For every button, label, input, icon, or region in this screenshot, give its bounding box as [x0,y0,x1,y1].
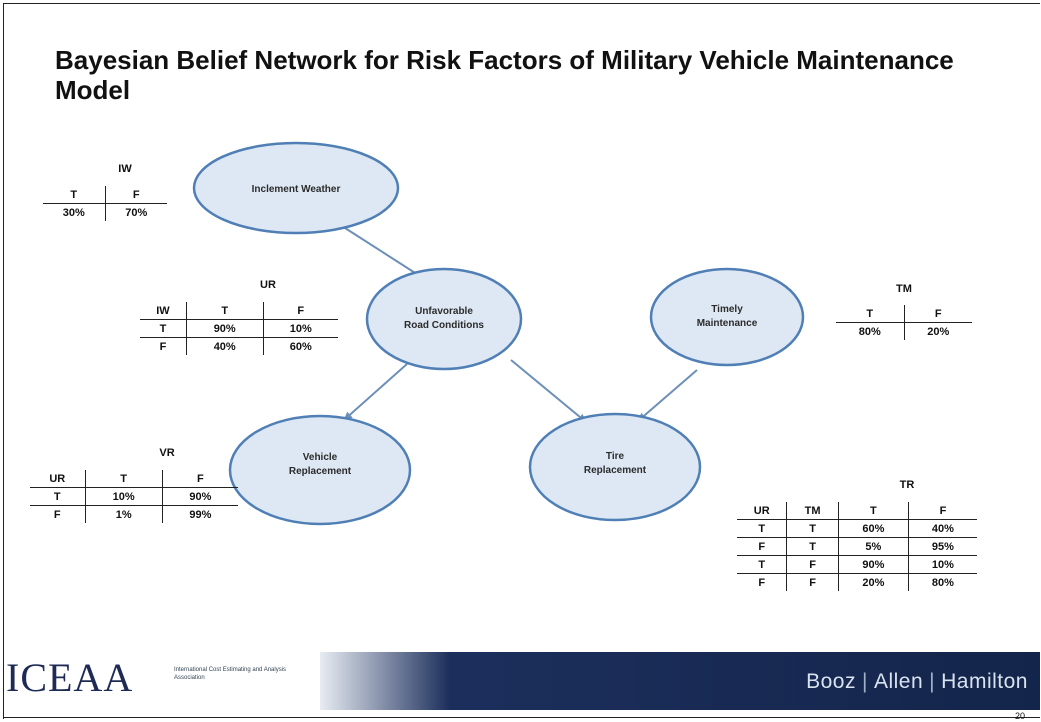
tr-header-t: T [837,502,909,520]
node-ur-label-2: Road Conditions [404,320,484,331]
vr-header-f: F [161,470,238,488]
node-vr-label-2: Replacement [289,466,352,477]
node-unfavorable-road-conditions[interactable]: Unfavorable Road Conditions [365,267,523,371]
node-tire-replacement[interactable]: Tire Replacement [528,412,702,522]
iw-header-t: T [43,186,105,204]
table-cell: 30% [62,206,85,219]
edge-tm-tr [637,369,698,422]
table-cell: 60% [262,337,338,355]
logo-separator: | [929,670,936,693]
node-tr-label-2: Replacement [584,465,647,476]
iw-table-title: IW [118,163,132,175]
hamilton-text: Hamilton [941,670,1028,693]
allen-text: Allen [873,670,924,693]
slide-border-bottom [3,717,1040,718]
table-cell: T [786,537,839,556]
ur-header-f: F [262,302,338,320]
table-cell: 10% [262,319,338,338]
table-cell: F [159,340,167,353]
edge-ur-tr [510,359,587,423]
node-vr-label-1: Vehicle [303,452,338,463]
table-cell: F [53,508,61,521]
tm-header-t: T [836,305,904,323]
footer-band [320,652,1040,710]
table-cell: T [30,487,86,506]
table-cell: T [737,555,787,574]
table-cell: 5% [837,537,909,556]
table-cell: 10% [84,487,163,506]
table-cell: 99% [161,505,238,523]
slide-title: Bayesian Belief Network for Risk Factors… [55,45,954,105]
table-cell: 90% [161,487,238,506]
booz-allen-hamilton-logo: Booz|Allen|Hamilton [678,664,1028,700]
vr-table-title: VR [159,447,175,459]
ur-header-iw: IW [140,302,187,320]
tr-header-tm: TM [786,502,839,520]
table-cell: 80% [907,573,977,591]
booz-text: Booz [806,670,856,693]
tm-header-f: F [903,305,972,323]
ur-table-title: UR [260,279,276,291]
tr-header-f: F [907,502,977,520]
iceaa-logo-text: ICEAA [6,655,134,700]
vr-header-ur: UR [30,470,86,488]
slide-border-top [3,3,1040,4]
node-vehicle-replacement[interactable]: Vehicle Replacement [228,414,412,526]
node-inclement-weather[interactable]: Inclement Weather [192,141,400,235]
table-cell: T [786,519,839,538]
page-number: 20 [1015,711,1026,721]
table-cell: 1% [84,505,163,523]
iw-header-f: F [104,186,167,204]
node-iw-label: Inclement Weather [252,184,341,195]
vr-probability-table: UR T F T 10% 90% F 1% 99% [30,470,238,523]
table-cell: 40% [907,519,977,538]
table-cell: F [758,576,766,589]
table-cell: F [737,537,787,556]
tr-probability-table: UR TM T F T T 60% 40% F T 5% 95% T F 90%… [737,502,977,591]
table-cell: 80% [858,325,881,338]
node-timely-maintenance[interactable]: Timely Maintenance [649,267,805,367]
iw-probability-table: T F 30% 70% [43,186,167,221]
node-tm-label-2: Maintenance [697,318,758,329]
ur-header-t: T [185,302,264,320]
table-cell: 60% [837,519,909,538]
vr-header-t: T [84,470,163,488]
tr-table-title: TR [899,479,915,491]
node-tr-label-1: Tire [606,451,625,462]
table-cell: 40% [185,337,264,355]
table-cell: 20% [903,322,972,340]
table-cell: F [786,573,839,591]
edge-ur-vr [343,363,408,421]
logo-separator: | [861,670,868,693]
table-cell: 20% [837,573,909,591]
node-ur-label-1: Unfavorable [415,306,473,317]
table-cell: T [140,319,187,338]
iceaa-logo-subtitle: International Cost Estimating and Analys… [174,667,287,681]
table-cell: T [737,519,787,538]
tm-table-title: TM [896,283,912,295]
table-cell: 90% [837,555,909,574]
tr-header-ur: UR [737,502,787,520]
table-cell: 95% [907,537,977,556]
slide-border-left [3,3,4,719]
iceaa-logo: ICEAA International Cost Estimating and … [6,654,296,702]
node-tm-label-1: Timely [711,304,743,315]
table-cell: F [786,555,839,574]
ur-probability-table: IW T F T 90% 10% F 40% 60% [140,302,338,355]
edge-iw-ur [344,227,424,279]
table-cell: 70% [104,203,167,221]
table-cell: 10% [907,555,977,574]
table-cell: 90% [185,319,264,338]
tm-probability-table: T F 80% 20% [836,305,972,340]
